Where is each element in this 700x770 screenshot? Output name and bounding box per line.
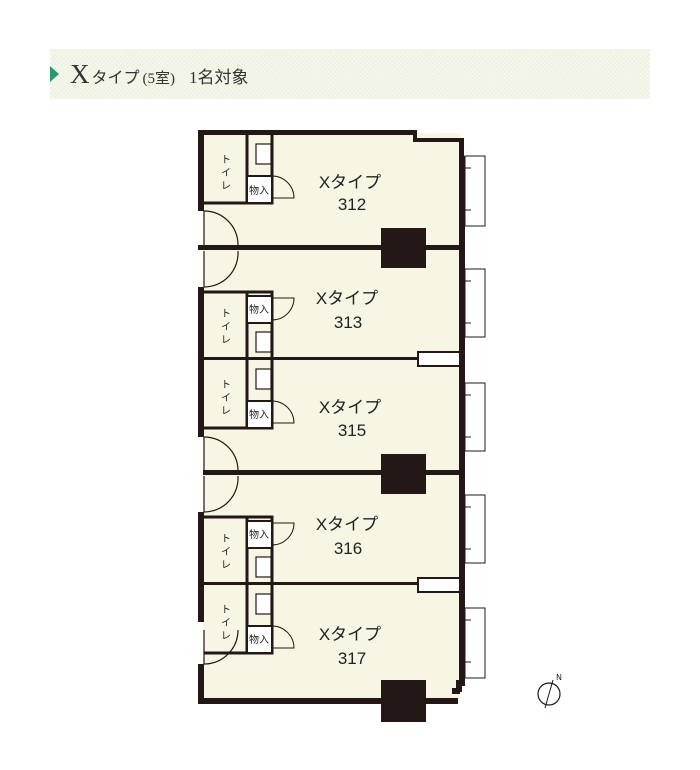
room-number-label: 312 bbox=[338, 195, 366, 214]
room-313: ト イ レ 物入 Xタイプ 313 bbox=[204, 289, 378, 357]
storage-label: 物入 bbox=[249, 528, 269, 541]
type-letter: X bbox=[70, 59, 90, 89]
toilet-label-bottom: レ bbox=[221, 406, 231, 417]
header-marker-icon bbox=[50, 66, 59, 82]
room-316: ト イ レ 物入 Xタイプ 316 bbox=[204, 515, 378, 582]
room-312: ト イ レ 物入 Xタイプ 312 bbox=[204, 135, 381, 214]
room-type-label: Xタイプ bbox=[319, 173, 381, 192]
toilet-label-mid: イ bbox=[221, 168, 231, 179]
window-frames bbox=[461, 167, 471, 663]
toilet-label-bottom: レ bbox=[221, 560, 231, 571]
toilet-label-bottom: レ bbox=[221, 181, 231, 192]
room-number-label: 315 bbox=[338, 421, 366, 440]
toilet-label: ト bbox=[221, 380, 231, 391]
room-count: (5室) bbox=[142, 71, 176, 87]
outer-walls bbox=[198, 130, 465, 704]
toilet-label: ト bbox=[221, 155, 231, 166]
duct-boxes bbox=[417, 351, 461, 593]
room-type-label: Xタイプ bbox=[316, 515, 378, 534]
structural-columns bbox=[381, 228, 426, 722]
toilet-label: ト bbox=[221, 605, 231, 616]
toilet-label-mid: イ bbox=[221, 322, 231, 333]
target-occupancy: 1名対象 bbox=[189, 68, 249, 87]
toilet-label: ト bbox=[221, 534, 231, 545]
divider-walls bbox=[198, 245, 462, 585]
toilet-label-mid: イ bbox=[221, 618, 231, 629]
toilet-label-mid: イ bbox=[221, 547, 231, 558]
storage-label: 物入 bbox=[249, 303, 269, 316]
room-type-label: Xタイプ bbox=[319, 398, 381, 417]
toilet-label-mid: イ bbox=[221, 393, 231, 404]
room-number-label: 317 bbox=[338, 649, 366, 668]
storage-label: 物入 bbox=[249, 184, 269, 197]
type-word: タイプ bbox=[91, 70, 140, 87]
room-315: ト イ レ 物入 Xタイプ 315 bbox=[204, 360, 381, 440]
compass-north-label: N bbox=[556, 673, 562, 682]
storage-label: 物入 bbox=[249, 408, 269, 421]
toilet-label: ト bbox=[221, 309, 231, 320]
room-number-label: 316 bbox=[334, 539, 362, 558]
compass-icon: N bbox=[537, 673, 562, 709]
room-type-label: Xタイプ bbox=[316, 289, 378, 308]
room-type-label: Xタイプ bbox=[319, 625, 381, 644]
windows bbox=[464, 155, 486, 679]
room-number-label: 313 bbox=[334, 313, 362, 332]
toilet-label-bottom: レ bbox=[221, 335, 231, 346]
storage-label: 物入 bbox=[249, 633, 269, 646]
toilet-label-bottom: レ bbox=[221, 631, 231, 642]
room-317: ト イ レ 物入 Xタイプ 317 bbox=[204, 585, 381, 668]
